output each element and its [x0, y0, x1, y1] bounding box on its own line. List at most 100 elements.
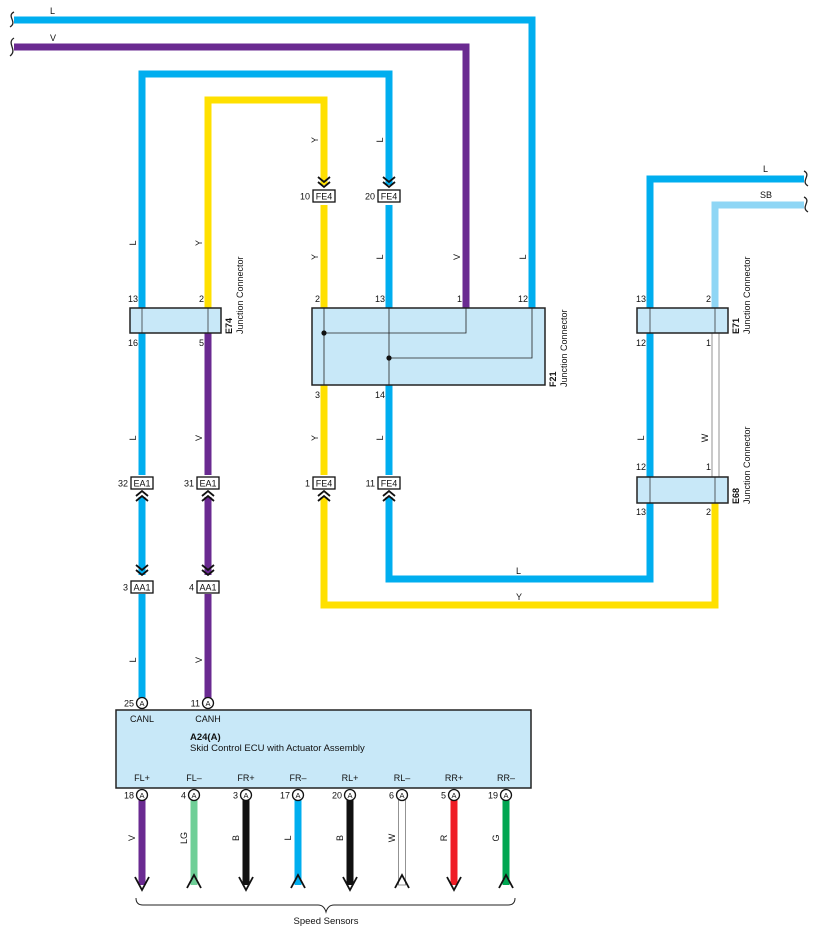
chevron-down-icon: [317, 176, 331, 184]
connector-f21: [311, 307, 546, 386]
pin-number: 14: [375, 390, 385, 400]
wire-color-label: L: [375, 254, 385, 259]
arrow-down-icon: [238, 876, 254, 892]
wire-color-label: Y: [194, 240, 204, 246]
wire-color-label: L: [128, 435, 138, 440]
wire-color-label: Y: [310, 254, 320, 260]
arrow-up-icon: [290, 873, 306, 889]
wire-color-label: W: [387, 833, 397, 842]
inline-connector-pin: 3: [123, 583, 128, 593]
chevron-down-icon: [201, 564, 215, 572]
connector-e74: [129, 307, 222, 334]
connector-boxes: [129, 307, 729, 504]
svg-text:A: A: [347, 791, 352, 800]
pin-number: 3: [315, 390, 320, 400]
chevron-up-icon: [201, 489, 215, 497]
wire-e74-2-to-fe4-10: [204, 96, 328, 308]
pin-number: 12: [518, 294, 528, 304]
ecu-pin-label-canl: CANL: [130, 714, 154, 724]
svg-text:A: A: [139, 699, 144, 708]
inline-connector-pin: 32: [118, 479, 128, 489]
inline-connector-label: FE4: [381, 192, 398, 202]
arrow-up-icon: [186, 873, 202, 889]
chevron-up-icon: [317, 489, 331, 497]
wire-color-label: L: [518, 254, 528, 259]
wire-color-label: R: [439, 834, 449, 841]
pin-number: 2: [199, 294, 204, 304]
svg-text:A: A: [139, 791, 144, 800]
svg-text:A: A: [503, 791, 508, 800]
ecu-pin-number: 5: [441, 791, 446, 801]
chevron-down-icon: [135, 569, 149, 577]
f21-code: F21: [548, 371, 558, 387]
ecu-pin-number: 4: [181, 791, 186, 801]
wire-e74-13-to-fe4-20: [138, 70, 393, 308]
ecu-pin-number: 20: [332, 791, 342, 801]
e74-code: E74: [224, 318, 234, 334]
ecu-pin-number: 3: [233, 791, 238, 801]
wire-e71-1-to-e68-1: [711, 332, 720, 478]
e71-name: Junction Connector: [742, 256, 752, 334]
arrow-up-icon: [394, 873, 410, 889]
wire-color-label: V: [194, 657, 204, 663]
e74-name: Junction Connector: [235, 256, 245, 334]
inline-connector-pin: 10: [300, 192, 310, 202]
wire-top-l: [14, 16, 536, 308]
chevron-down-icon: [382, 181, 396, 189]
wire-color-label: L: [636, 435, 646, 440]
inline-connector-label: FE4: [381, 479, 398, 489]
inline-connector-fe4-10: FE4 10: [300, 189, 336, 203]
ecu-pin: A18: [124, 788, 149, 802]
pin-number: 13: [636, 294, 646, 304]
wire-right-l: [646, 175, 804, 308]
wire-color-label: V: [127, 835, 137, 841]
ecu-pin: A3: [233, 788, 253, 802]
inline-connector-label: EA1: [133, 479, 150, 489]
chevron-up-icon: [135, 494, 149, 502]
wire-color-label: V: [50, 33, 56, 43]
ecu-pin-number: 17: [280, 791, 290, 801]
sensor-wire-fr-plus: FR+BA3: [231, 773, 255, 892]
wire-color-label: G: [491, 834, 501, 841]
ecu-terminal-label: FR–: [289, 773, 306, 783]
e71-code: E71: [731, 318, 741, 334]
ecu-code: A24(A): [190, 732, 221, 743]
pin-number: 2: [315, 294, 320, 304]
wire-color-label: W: [700, 433, 710, 442]
ecu-block: A24(A) Skid Control ECU with Actuator As…: [115, 709, 532, 789]
arrow-up-icon: [498, 873, 514, 889]
arrow-down-icon: [446, 876, 462, 892]
ecu-terminal-label: RR+: [445, 773, 463, 783]
wire-color-label: L: [128, 657, 138, 662]
wire-color-label: L: [516, 566, 521, 576]
wire-color-label: L: [375, 137, 385, 142]
inline-connector-label: FE4: [316, 192, 333, 202]
wire-bottom-l: [385, 497, 654, 583]
ecu-pin-number: 6: [389, 791, 394, 801]
chevron-down-icon: [201, 569, 215, 577]
pin-number: 1: [706, 338, 711, 348]
inline-connector-fe4-1: FE4 1: [305, 476, 336, 490]
arrow-down-icon: [134, 876, 150, 892]
svg-text:A: A: [295, 791, 300, 800]
inline-connector-pin: 1: [305, 479, 310, 489]
sensor-wire-rr-plus: RR+RA5: [439, 773, 463, 892]
svg-text:A: A: [243, 791, 248, 800]
speed-sensors-label: Speed Sensors: [294, 916, 359, 927]
pin-number: 12: [636, 462, 646, 472]
pin-number: 1: [706, 462, 711, 472]
wire-color-label: LG: [179, 832, 189, 844]
ecu-terminal-label: RL–: [394, 773, 411, 783]
inline-connector-label: FE4: [316, 479, 333, 489]
wire-color-label: B: [335, 835, 345, 841]
ecu-terminal-label: RL+: [342, 773, 359, 783]
chevron-up-icon: [135, 489, 149, 497]
pin-number: 13: [636, 507, 646, 517]
inline-connector-pin: 4: [189, 583, 194, 593]
